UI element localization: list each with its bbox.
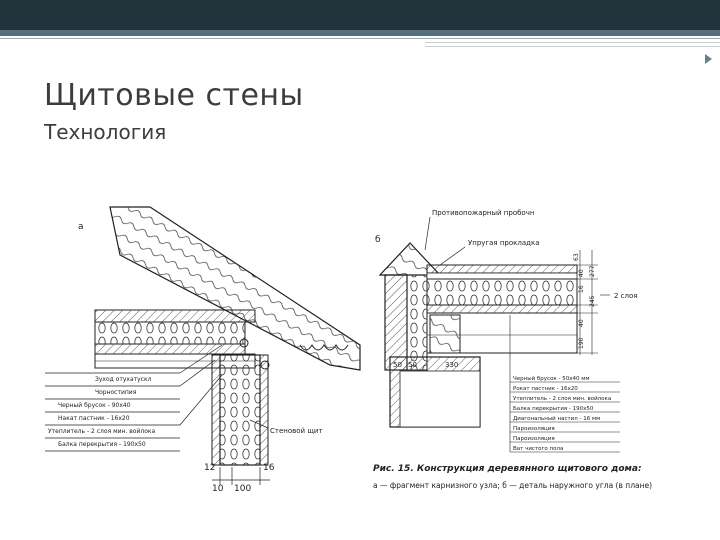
dim-b-50a: 50	[393, 361, 402, 369]
drawing-b: б Противопожарный пробочн Упругая прокла…	[375, 209, 638, 453]
dim-a-12: 12	[204, 463, 215, 473]
dim-b-63: 63	[573, 253, 580, 261]
dim-b-245: 245	[589, 295, 596, 307]
top-label-2: Упругая прокладка	[468, 239, 539, 247]
header-divider	[0, 38, 720, 39]
callout-b-7: Пароизоляция	[513, 436, 555, 442]
callout-a-1: Зуход отухатускл	[95, 376, 152, 383]
slide-top-accent	[0, 30, 720, 36]
callout-b-6: Пароизоляция	[513, 426, 555, 432]
dim-b-40: 40	[578, 269, 585, 277]
callout-b-5: Диагональный настил - 16 мм	[513, 415, 600, 422]
page-title: Щитовые стены	[44, 78, 304, 113]
callout-b-8: Ват чистого пола	[513, 446, 563, 452]
dim-b-330: 330	[445, 361, 458, 369]
callout-a-5: Утеплитель - 2 слоя мин. войлока	[48, 428, 155, 435]
dim-b-50b: 50	[408, 361, 417, 369]
dim-b-16: 16	[578, 285, 585, 293]
dim-a-10: 10	[212, 484, 224, 494]
side-label: 2 слоя	[614, 292, 638, 300]
callout-a-4: Накат пастник - 16х20	[58, 415, 130, 422]
dim-b-40b: 40	[578, 319, 585, 327]
construction-drawing: а Зуход отухатускл Чорнос	[45, 206, 652, 494]
wall-label: Стеновой щит	[270, 427, 323, 435]
top-label-1: Противопожарный пробочн	[432, 209, 534, 217]
dim-a-100: 100	[234, 484, 251, 494]
beam-layer	[94, 343, 246, 355]
slide-top-band	[0, 0, 720, 30]
rafter	[109, 206, 361, 371]
slide-arrow-icon	[705, 54, 712, 64]
dim-a-16: 16	[263, 463, 275, 473]
drawing-a-letter: а	[78, 222, 84, 232]
page-subtitle: Технология	[44, 120, 167, 144]
header-decor-line	[425, 42, 720, 43]
callout-b-1: Черный брусок - 50х40 мм	[513, 375, 590, 382]
floor-board	[94, 309, 256, 323]
callout-a-3: Черный брусок - 90х40	[58, 402, 131, 409]
insulation-layer	[94, 321, 246, 345]
callout-b-3: Утеплитель - 2 слоя мин. войлока	[513, 395, 611, 402]
dim-b-190: 190	[578, 337, 585, 349]
drawing-a: а Зуход отухатускл Чорнос	[45, 206, 361, 494]
callout-b-2: Рокат пастник - 16х20	[513, 386, 578, 392]
callout-a-2: Чорностипия	[95, 389, 137, 396]
callout-b-4: Балка перекрытия - 190х50	[513, 406, 594, 412]
callout-a-6: Балка перекрытия - 190х50	[58, 441, 146, 448]
wall-panel	[219, 354, 261, 466]
header-decor-line-2	[425, 46, 720, 47]
caption-line-1: Рис. 15. Конструкция деревянного щитовог…	[373, 464, 642, 474]
drawing-b-letter: б	[375, 235, 381, 245]
caption-line-2: а — фрагмент карнизного узла; б — деталь…	[373, 481, 652, 490]
dim-b-277: 277	[589, 265, 596, 277]
